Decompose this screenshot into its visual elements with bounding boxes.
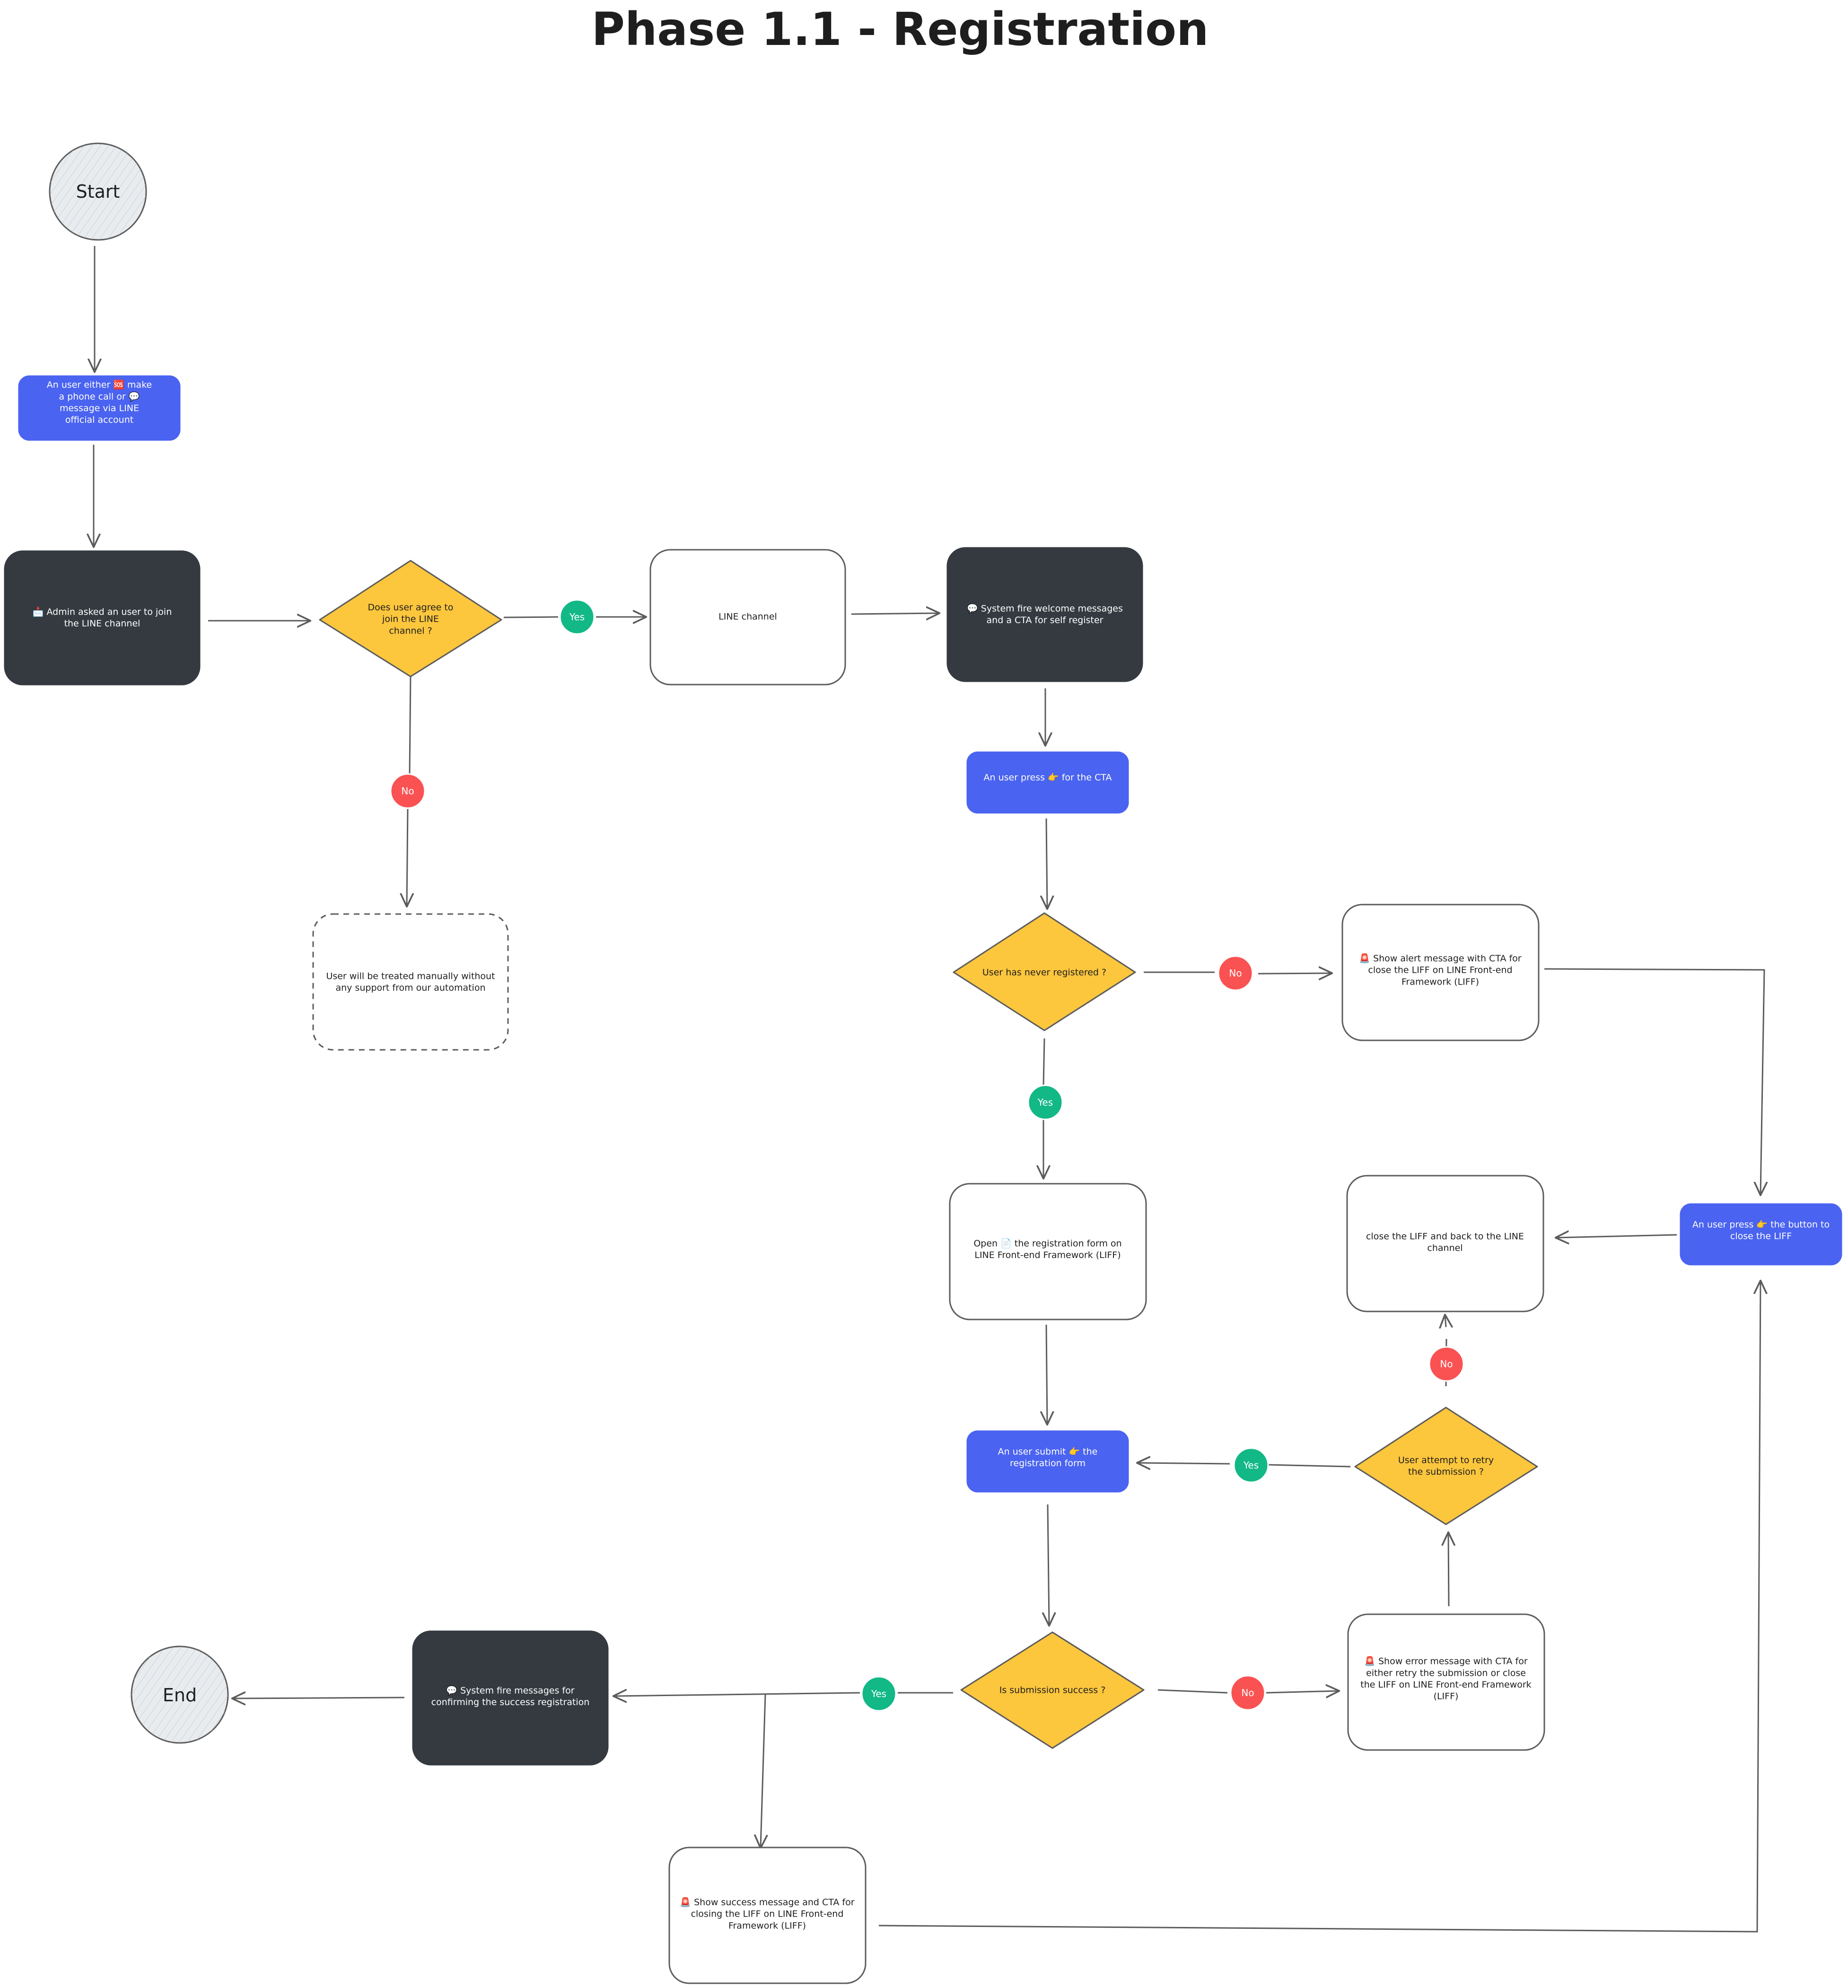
node-label: An user press 👉 for the CTA bbox=[983, 773, 1112, 783]
no-badge: No bbox=[1217, 955, 1253, 991]
connector bbox=[1544, 968, 1764, 1195]
connector bbox=[614, 1693, 860, 1696]
connector bbox=[1042, 1038, 1045, 1086]
connector bbox=[851, 613, 939, 614]
yes-badge: Yes bbox=[1027, 1084, 1063, 1120]
svg-text:Yes: Yes bbox=[569, 611, 585, 623]
start-node: Start bbox=[49, 142, 147, 241]
connector bbox=[1445, 1315, 1446, 1327]
no-badge: No bbox=[1230, 1675, 1266, 1711]
yes-badge: Yes bbox=[1233, 1447, 1269, 1483]
connector bbox=[1046, 818, 1047, 908]
connector bbox=[1448, 1533, 1449, 1607]
svg-text:No: No bbox=[401, 785, 414, 797]
yes-badge: Yes bbox=[861, 1676, 897, 1712]
no-badge: No bbox=[390, 773, 426, 809]
connectors bbox=[94, 246, 1764, 1933]
page-title: Phase 1.1 - Registration bbox=[592, 3, 1209, 56]
node-label: Is submission success ? bbox=[999, 1685, 1106, 1696]
svg-text:No: No bbox=[1229, 968, 1242, 979]
never-registered-decision-node: User has never registered ? bbox=[953, 912, 1136, 1031]
connector bbox=[1138, 1463, 1230, 1464]
node-label: LINE channel bbox=[718, 612, 777, 622]
end-node: End bbox=[131, 1645, 229, 1744]
success-decision-node: Is submission success ? bbox=[960, 1631, 1145, 1749]
connector bbox=[409, 674, 412, 774]
node-label: User has never registered ? bbox=[982, 968, 1106, 978]
end-label: End bbox=[163, 1685, 197, 1706]
start-label: Start bbox=[76, 181, 120, 202]
connector bbox=[761, 1694, 765, 1847]
connector bbox=[878, 1281, 1760, 1933]
connector bbox=[1258, 973, 1331, 974]
connector bbox=[1267, 1464, 1351, 1468]
connector bbox=[1266, 1691, 1339, 1693]
yes-badge: Yes bbox=[559, 599, 595, 635]
connector bbox=[1157, 1689, 1228, 1694]
connector bbox=[1556, 1235, 1677, 1238]
connector bbox=[1048, 1504, 1049, 1625]
connector bbox=[1046, 1324, 1047, 1424]
connector bbox=[407, 809, 408, 906]
line-channel-node: LINE channel bbox=[649, 549, 846, 686]
svg-text:No: No bbox=[1241, 1687, 1254, 1698]
svg-text:Yes: Yes bbox=[871, 1688, 886, 1699]
svg-text:No: No bbox=[1440, 1358, 1453, 1370]
no-badge: No bbox=[1428, 1346, 1464, 1382]
svg-text:Yes: Yes bbox=[1243, 1460, 1259, 1471]
press-cta-node: An user press 👉 for the CTA bbox=[966, 751, 1129, 814]
svg-text:Yes: Yes bbox=[1037, 1097, 1053, 1108]
